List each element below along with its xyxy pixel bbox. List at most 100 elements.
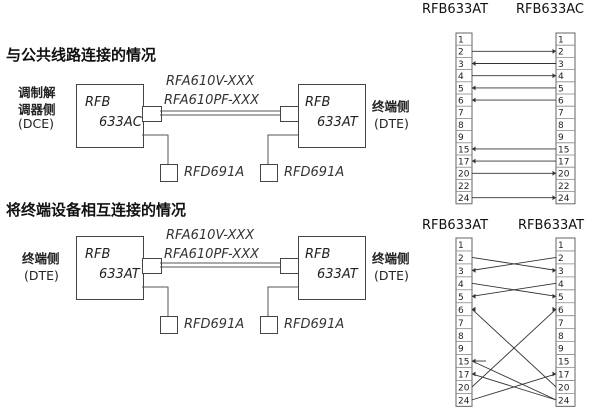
arrow-head bbox=[472, 85, 476, 91]
arrow-head bbox=[472, 97, 476, 103]
table1-right-pin-label: 2 bbox=[558, 48, 564, 58]
arrow-head bbox=[472, 61, 476, 66]
arrow-head bbox=[552, 73, 556, 79]
table1-left-pin-label: 22 bbox=[458, 182, 469, 192]
section2-right-device-line2: 633AT bbox=[317, 267, 358, 282]
table2-left-pin-label: 24 bbox=[458, 397, 470, 407]
table1-right-pin-label: 1 bbox=[558, 36, 564, 46]
section1-right-terminal-box bbox=[260, 164, 278, 182]
table2-left-pin-label: 2 bbox=[458, 254, 464, 264]
table1-left-pin-label: 17 bbox=[458, 158, 469, 168]
table1-right-header: RFB633AC bbox=[516, 2, 584, 17]
table1-right-pin-label: 24 bbox=[558, 194, 570, 204]
section1-right-role-line1: 终端侧 bbox=[372, 99, 410, 114]
arrow-head bbox=[472, 146, 476, 152]
section1-left-device-line2: 633AC bbox=[99, 115, 142, 130]
table1-right-pin-label: 6 bbox=[558, 97, 564, 107]
table2-left-pin-label: 9 bbox=[458, 345, 464, 355]
section2-right-terminal-label: RFD691A bbox=[284, 317, 345, 332]
section2-right-role-line1: 终端侧 bbox=[372, 251, 410, 266]
table2-right-pin-label: 7 bbox=[558, 319, 564, 329]
arrow-head bbox=[472, 158, 476, 164]
arrow-head bbox=[552, 48, 556, 54]
table2-right-pin-label: 4 bbox=[558, 280, 564, 290]
table2-right-pin-label: 1 bbox=[558, 241, 564, 251]
section2-right-device-line1: RFB bbox=[305, 247, 331, 262]
section1-left-role-line1: 调制解 bbox=[18, 85, 56, 100]
wire-15-24 bbox=[471, 360, 557, 401]
arrow-head bbox=[552, 306, 556, 312]
table1-left-pin-label: 24 bbox=[458, 194, 470, 204]
table1-left-pin-label: 6 bbox=[458, 97, 464, 107]
table2-left-pin-label: 1 bbox=[458, 241, 464, 251]
table1-left-pin-label: 15 bbox=[458, 145, 469, 155]
section2-left-device-line2: 633AT bbox=[99, 267, 140, 282]
arrow-head bbox=[472, 306, 476, 312]
table1-right-pin-label: 4 bbox=[558, 72, 564, 82]
section1-left-terminal-box bbox=[160, 164, 178, 182]
wire-20-6 bbox=[471, 308, 557, 388]
arrow-head bbox=[552, 293, 556, 299]
table2-right-pin-label: 8 bbox=[558, 332, 564, 342]
table2-left-pin-label: 4 bbox=[458, 280, 464, 290]
table1-left-pin-label: 2 bbox=[458, 48, 464, 58]
section2-left-role-line1: 终端侧 bbox=[22, 251, 60, 266]
table2-left-pin-label: 8 bbox=[458, 332, 464, 342]
table1-right-pin-label: 17 bbox=[558, 158, 569, 168]
table2-right-pin-label: 24 bbox=[558, 397, 570, 407]
table2-right-pin-label: 6 bbox=[558, 306, 564, 316]
table1-left-pin-label: 8 bbox=[458, 121, 464, 131]
table2-right-pin-label: 15 bbox=[558, 358, 569, 368]
arrow-head bbox=[552, 170, 556, 176]
table1-left-pin-label: 5 bbox=[458, 84, 464, 94]
table2-left-pin-label: 15 bbox=[458, 358, 469, 368]
section2-left-role-line2: (DTE) bbox=[24, 268, 59, 283]
table2-right-header: RFB633AT bbox=[518, 218, 585, 233]
section1-title: 与公共线路连接的情况 bbox=[6, 46, 157, 64]
section1-left-role-line2: 调器侧 bbox=[18, 102, 56, 117]
section1-left-role-line3: (DCE) bbox=[18, 116, 55, 131]
section1-right-device-line2: 633AT bbox=[317, 115, 358, 130]
section2-cable-label1: RFA610V-XXX bbox=[166, 228, 255, 243]
table1-wires bbox=[472, 48, 556, 201]
table1-right-pin-label: 9 bbox=[558, 133, 564, 143]
table1-left-header: RFB633AT bbox=[422, 2, 489, 17]
table1-left-pin-label: 3 bbox=[458, 60, 464, 70]
section2-left-terminal-box bbox=[160, 316, 178, 334]
table2-right-pin-label: 3 bbox=[558, 267, 564, 277]
table1-right-pin-label: 7 bbox=[558, 109, 564, 119]
section2-left-device: RFB 633AT bbox=[76, 236, 144, 300]
section1-cable-label1: RFA610V-XXX bbox=[166, 74, 255, 89]
table2-left-header: RFB633AT bbox=[422, 218, 489, 233]
table1-right-pin-label: 15 bbox=[558, 145, 569, 155]
table2-right-pin-label: 20 bbox=[558, 384, 570, 394]
table2-right-pin-label: 5 bbox=[558, 293, 564, 303]
arrow-head bbox=[472, 371, 476, 377]
section1-right-role-line2: (DTE) bbox=[374, 116, 409, 131]
table1-right-pin-label: 8 bbox=[558, 121, 564, 131]
table1-right-pin-label: 20 bbox=[558, 170, 570, 180]
section2-cable-label2: RFA610PF-XXX bbox=[164, 247, 260, 262]
section2-left-device-line1: RFB bbox=[85, 247, 111, 262]
table2-wires bbox=[471, 256, 557, 401]
table1-right-pin-label: 22 bbox=[558, 182, 569, 192]
wire-3-2 bbox=[471, 256, 557, 271]
table1-left-pin-label: 9 bbox=[458, 133, 464, 143]
section2-right-role-line2: (DTE) bbox=[374, 268, 409, 283]
arrow-head bbox=[472, 293, 476, 299]
section1-left-terminal-label: RFD691A bbox=[184, 165, 245, 180]
arrow-head bbox=[552, 267, 556, 273]
table1-left-pin-label: 7 bbox=[458, 109, 464, 119]
section1-cable-label2: RFA610PF-XXX bbox=[164, 93, 260, 108]
table2-right-pin-label: 2 bbox=[558, 254, 564, 264]
table2-right-column bbox=[555, 237, 576, 407]
section2-left-terminal-label: RFD691A bbox=[184, 317, 245, 332]
wire-5-4 bbox=[471, 282, 557, 297]
section1-left-device-line1: RFB bbox=[85, 95, 111, 110]
arrow-head bbox=[472, 267, 476, 273]
section2-left-connector bbox=[142, 258, 162, 274]
table1-left-pin-label: 4 bbox=[458, 72, 464, 82]
section1-right-device-line1: RFB bbox=[305, 95, 331, 110]
